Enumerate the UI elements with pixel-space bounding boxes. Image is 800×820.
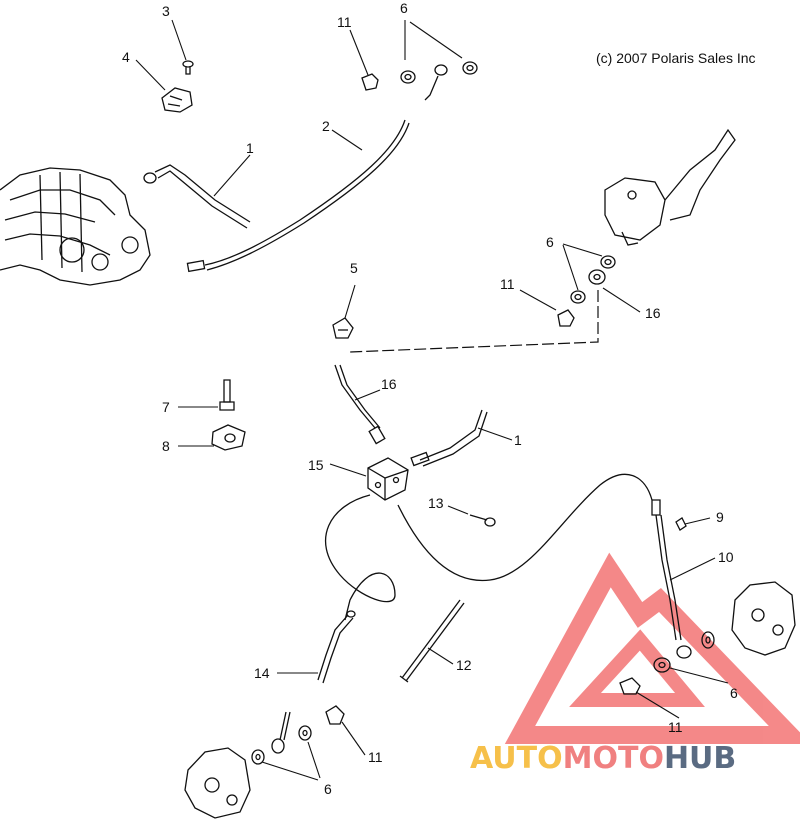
brake-line-rear-right-icon — [397, 473, 653, 582]
banjo-fitting-right-icon — [588, 269, 606, 285]
screw-13-icon — [469, 514, 496, 527]
callout-16-mid: 16 — [381, 376, 397, 392]
fitting-11-top-icon — [361, 73, 379, 91]
callout-6-top: 6 — [400, 0, 408, 16]
watermark-logo-icon — [504, 552, 800, 744]
rear-caliper-right-icon — [731, 581, 796, 656]
callout-11-right: 11 — [500, 276, 515, 292]
bolt-7-icon — [219, 379, 235, 411]
watermark-part-hub: HUB — [664, 741, 736, 776]
callout-11-bottom: 11 — [368, 749, 383, 765]
callout-12: 12 — [456, 657, 472, 673]
callout-13: 13 — [428, 495, 444, 511]
banjo-fitting-bottom-icon — [271, 711, 291, 754]
callout-16-right: 16 — [645, 305, 661, 321]
callout-2: 2 — [322, 118, 330, 134]
callout-7: 7 — [162, 399, 170, 415]
leader-lines — [135, 19, 729, 781]
brake-line-14-icon — [317, 610, 356, 684]
callout-14: 14 — [254, 665, 270, 681]
callout-9: 9 — [716, 509, 724, 525]
banjo-fitting-lowright-icon — [676, 645, 692, 659]
callout-10: 10 — [718, 549, 734, 565]
callout-6-right: 6 — [546, 234, 554, 250]
watermark-part-moto: MOTO — [563, 741, 664, 776]
callout-1-top: 1 — [246, 140, 254, 156]
bolt-3-icon — [182, 60, 194, 75]
callout-11-top: 11 — [337, 14, 352, 30]
brake-line-2-icon — [186, 119, 410, 273]
hand-lever-icon — [604, 128, 736, 246]
watermark-wordmark: AUTOMOTOHUB — [470, 741, 736, 776]
watermark-part-auto: AUTO — [470, 741, 563, 776]
callout-4: 4 — [122, 49, 130, 65]
washer-6-top-b-icon — [462, 61, 478, 75]
engine-icon — [0, 167, 151, 286]
washer-6-bottom-b-icon — [298, 725, 312, 741]
master-cylinder-icon — [161, 87, 193, 113]
callout-11-lowright: 11 — [668, 719, 683, 735]
fitting-11-lowright-icon — [619, 677, 641, 695]
fitting-11-right-icon — [557, 309, 575, 327]
rear-caliper-left-icon — [184, 747, 251, 819]
callout-8: 8 — [162, 438, 170, 454]
callout-labels: 3 4 11 6 2 1 5 6 11 16 16 7 8 1 15 13 9 … — [122, 0, 738, 797]
brake-line-16-mid-icon — [334, 364, 386, 445]
copyright-notice: (c) 2007 Polaris Sales Inc — [596, 50, 756, 66]
brake-line-1-mid-icon — [410, 409, 488, 467]
callout-1-mid: 1 — [514, 432, 522, 448]
fitting-9-icon — [651, 499, 687, 531]
callout-6-lowright: 6 — [730, 685, 738, 701]
brake-line-rear-left-icon — [324, 494, 396, 621]
clamp-8-icon — [211, 424, 246, 451]
brake-line-1-top-icon — [143, 164, 251, 229]
washer-6-bottom-a-icon — [251, 749, 265, 765]
rod-12-icon — [399, 599, 465, 683]
washer-6-right-a-icon — [600, 255, 616, 269]
washer-6-lowright-a-icon — [701, 631, 715, 649]
callout-6-bottom: 6 — [324, 781, 332, 797]
callout-3: 3 — [162, 3, 170, 19]
washer-6-right-b-icon — [570, 290, 586, 304]
washer-6-lowright-b-icon — [653, 657, 671, 673]
washer-6-top-a-icon — [400, 70, 416, 84]
banjo-fitting-top-icon — [424, 64, 448, 101]
callout-15: 15 — [308, 457, 324, 473]
junction-block-15-icon — [367, 457, 409, 501]
callout-5: 5 — [350, 260, 358, 276]
routing-dashed-line — [349, 290, 599, 353]
fitting-5-icon — [332, 317, 354, 339]
fitting-11-bottom-icon — [325, 705, 345, 725]
